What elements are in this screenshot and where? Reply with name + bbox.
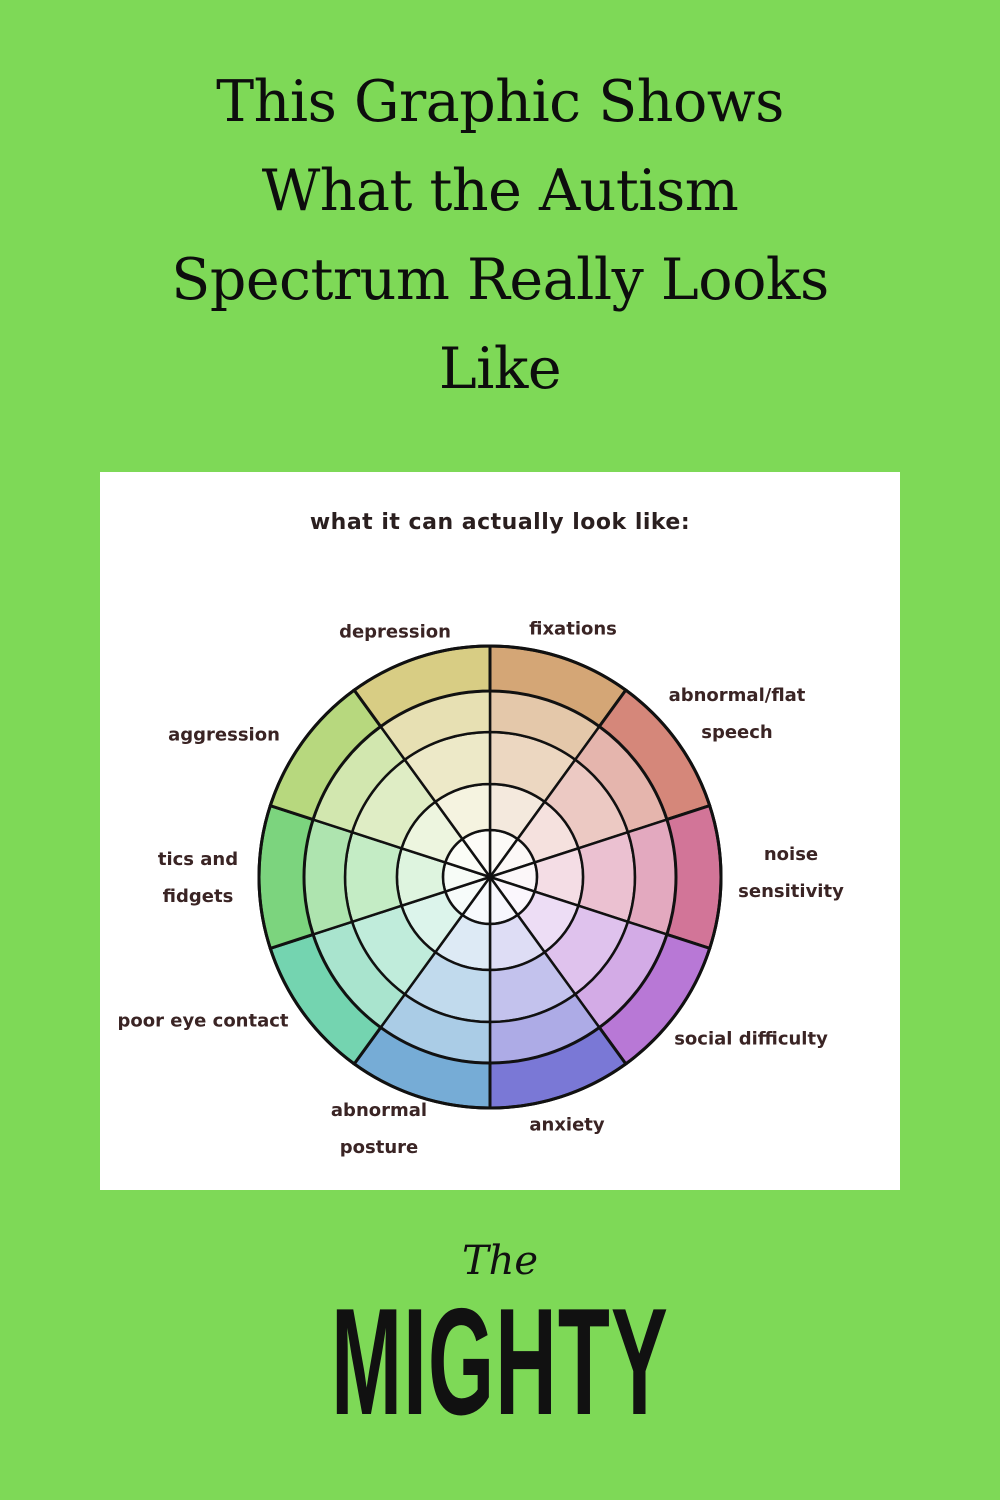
wheel-segment-2-ring-4 (665, 803, 723, 951)
wheel-outline (257, 644, 723, 1110)
title-line: Like (438, 336, 562, 402)
label-anxiety: anxiety (529, 1114, 605, 1136)
label-poor-eye-contact: poor eye contact (117, 1010, 289, 1032)
logo-mighty: MIGHTY (331, 1277, 669, 1447)
graphic-heading: what it can actually look like: (309, 510, 691, 535)
label-fixations: fixations (529, 618, 617, 640)
page-title: This Graphic Shows What the Autism Spect… (0, 58, 1000, 414)
label-aggression: aggression (168, 724, 280, 746)
spectrum-wheel (257, 644, 723, 1110)
title-line: What the Autism (261, 158, 739, 224)
label-social-difficulty: social difficulty (674, 1028, 828, 1050)
logo-the: The (461, 1238, 539, 1284)
wheel-segment-2-ring-3 (626, 817, 678, 937)
wheel-segment-7-ring-4 (257, 803, 315, 951)
spectrum-graphic-panel: what it can actually look like: fixation… (100, 472, 900, 1190)
label-depression: depression (339, 621, 451, 643)
title-line: This Graphic Shows (216, 69, 784, 135)
wheel-segment-7-ring-3 (302, 817, 354, 937)
title-line: Spectrum Really Looks (171, 247, 829, 313)
